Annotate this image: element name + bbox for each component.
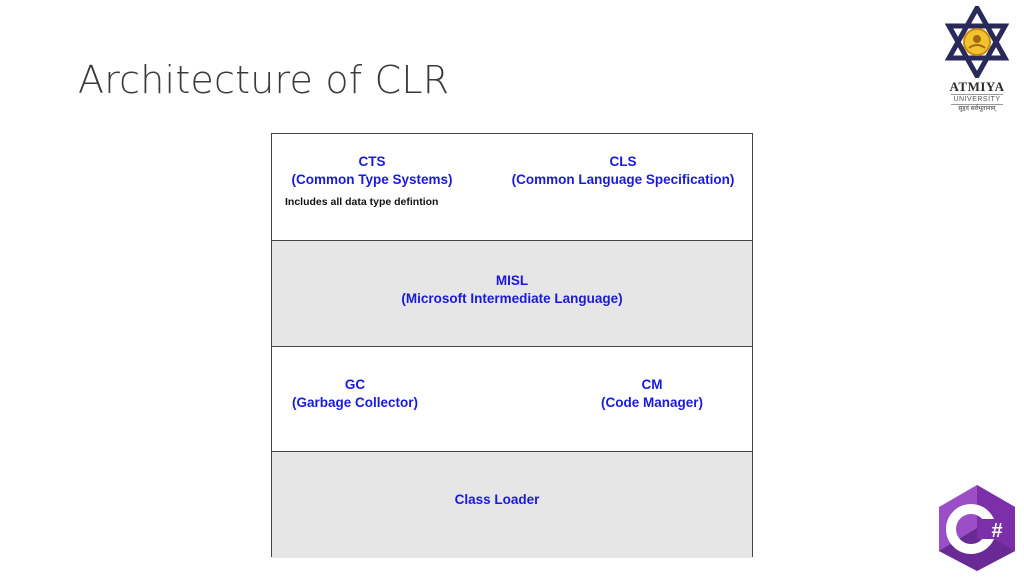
cls-title: CLS [609,154,637,169]
cls-block: CLS (Common Language Specification) [500,153,746,189]
gc-title: GC [344,377,366,392]
cts-block: CTS (Common Type Systems) [282,153,462,189]
misl-block: MISL (Microsoft Intermediate Language) [272,272,752,308]
misl-subtitle: (Microsoft Intermediate Language) [401,291,623,306]
layer-class-loader: Class Loader [272,452,752,558]
atmiya-university-logo: ATMIYA UNIVERSITY सुहृदं सर्वभूतानाम् [937,6,1017,121]
csharp-hexagon-icon: # [939,485,1015,571]
cls-subtitle: (Common Language Specification) [511,172,735,187]
layer-misl: MISL (Microsoft Intermediate Language) [272,241,752,347]
class-loader-block: Class Loader [454,492,540,507]
logo-motto: सुहृदं सर्वभूतानाम् [958,106,996,112]
cm-block: CM (Code Manager) [590,376,714,412]
cts-title: CTS [358,154,386,169]
csharp-logo: # [937,483,1017,573]
layer-gc-cm: GC (Garbage Collector) CM (Code Manager) [272,347,752,452]
cts-note: Includes all data type defintion [285,196,439,208]
cm-subtitle: (Code Manager) [600,395,703,410]
gc-subtitle: (Garbage Collector) [291,395,419,410]
clr-architecture-diagram: CTS (Common Type Systems) Includes all d… [271,133,753,558]
star-emblem-icon [945,6,1009,78]
slide-title: Architecture of CLR [78,58,450,102]
cm-title: CM [641,377,663,392]
layer-cts-cls: CTS (Common Type Systems) Includes all d… [272,134,752,241]
logo-subtitle: UNIVERSITY [951,94,1003,105]
gc-block: GC (Garbage Collector) [282,376,428,412]
logo-name: ATMIYA [949,79,1005,94]
csharp-symbol: # [991,520,1002,542]
cts-subtitle: (Common Type Systems) [291,172,453,187]
misl-title: MISL [495,273,529,288]
